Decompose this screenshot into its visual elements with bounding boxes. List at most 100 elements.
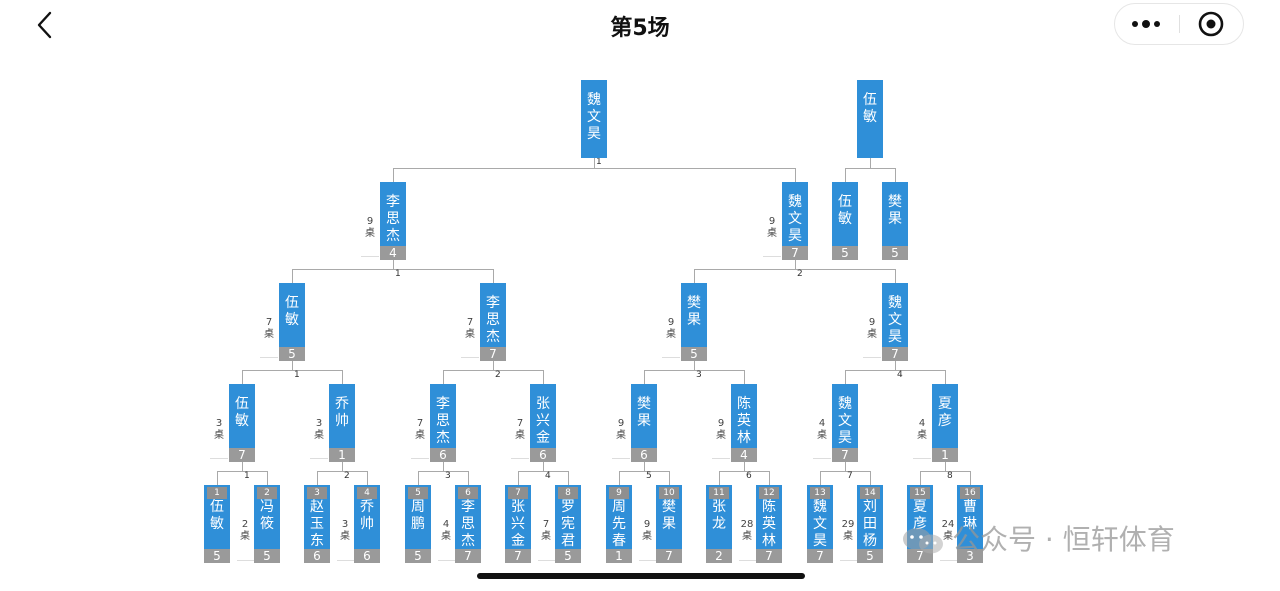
table-label: 28桌 (740, 519, 754, 542)
seed-badge: 11 (709, 487, 729, 499)
more-dots-icon (1132, 20, 1160, 28)
connector-line (443, 461, 444, 471)
table-label: 4桌 (817, 418, 827, 441)
table-label: 9桌 (867, 317, 877, 340)
connector-line (594, 157, 595, 168)
more-button[interactable] (1115, 4, 1179, 44)
label-underline (662, 357, 680, 358)
player-name: 张兴金 (511, 499, 525, 549)
capsule-divider (1179, 15, 1180, 33)
connector-line (845, 461, 846, 471)
connector-line (217, 471, 268, 472)
label-underline (438, 560, 456, 561)
seed-badge: 10 (659, 487, 679, 499)
player-name: 曹琳 (963, 499, 977, 532)
score-badge: 1 (932, 448, 958, 462)
match-number: 1 (596, 157, 602, 167)
match-number: 4 (545, 471, 551, 481)
player-name: 伍敏 (285, 295, 299, 328)
score-badge: 5 (279, 347, 305, 361)
connector-line (468, 471, 469, 485)
seed-badge: 2 (257, 487, 277, 499)
connector-line (317, 471, 318, 485)
close-button[interactable] (1180, 4, 1244, 44)
quarterfinal-player-card[interactable]: 伍敏 5 (279, 283, 305, 361)
seed-badge: 5 (408, 487, 428, 499)
score-badge: 1 (606, 549, 632, 563)
round8-player-card[interactable]: 夏彦 1 (932, 384, 958, 462)
label-underline (913, 458, 931, 459)
connector-line (719, 471, 720, 485)
connector-line (317, 471, 368, 472)
connector-line (644, 461, 645, 471)
player-name: 樊果 (687, 295, 701, 328)
connector-line (292, 359, 293, 370)
connector-line (820, 471, 871, 472)
match-number: 2 (797, 269, 803, 279)
third-place-winner-card[interactable]: 伍敏 (857, 80, 883, 158)
connector-line (795, 258, 796, 269)
connector-line (619, 471, 670, 472)
connector-line (518, 471, 569, 472)
label-underline (411, 458, 429, 459)
player-name: 樊果 (637, 396, 651, 429)
match-number: 2 (344, 471, 350, 481)
label-underline (840, 560, 858, 561)
connector-line (870, 471, 871, 485)
label-underline (538, 560, 556, 561)
seed-badge: 8 (558, 487, 578, 499)
connector-line (342, 461, 343, 471)
player-name: 张龙 (712, 499, 726, 532)
connector-line (744, 461, 745, 471)
connector-line (342, 370, 343, 384)
connector-line (845, 370, 946, 371)
player-name: 李思杰 (486, 295, 500, 345)
score-badge: 5 (555, 549, 581, 563)
label-underline (863, 357, 881, 358)
score-badge: 5 (857, 549, 883, 563)
score-badge: 7 (782, 246, 808, 260)
champion-card[interactable]: 魏文昊 (581, 80, 607, 158)
connector-line (694, 359, 695, 370)
score-badge: 3 (957, 549, 983, 563)
connector-line (543, 370, 544, 384)
player-name: 周鹏 (411, 499, 425, 532)
connector-line (242, 461, 243, 471)
table-label: 9桌 (666, 317, 676, 340)
back-button[interactable] (30, 8, 62, 42)
player-name: 陈英林 (737, 396, 751, 446)
player-name: 夏彦 (913, 499, 927, 532)
player-name: 夏彦 (938, 396, 952, 429)
label-underline (511, 458, 529, 459)
